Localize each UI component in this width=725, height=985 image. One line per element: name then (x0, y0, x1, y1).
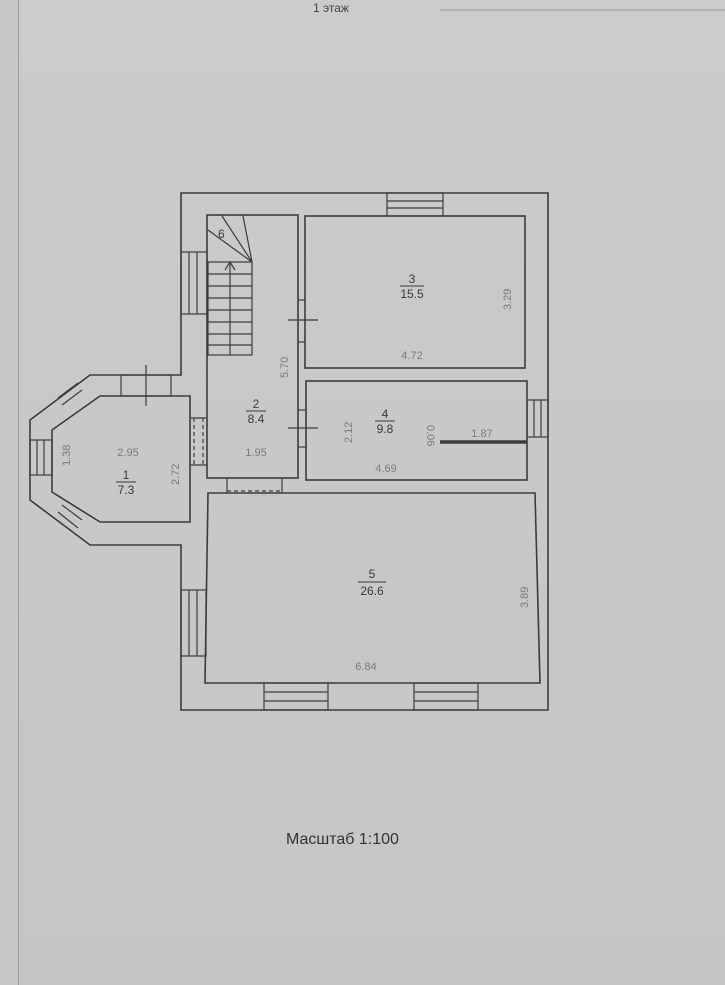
room-2-number: 2 (253, 397, 260, 411)
outer-wall (29, 192, 549, 711)
room-3-depth: 3.29 (502, 289, 514, 310)
room-1-area: 7.3 (118, 483, 135, 497)
room-2-area: 8.4 (248, 412, 265, 426)
room-4-width: 4.69 (375, 463, 396, 475)
room-4-area: 9.8 (377, 422, 394, 436)
room-4-number: 4 (382, 407, 389, 421)
room-1-bay: 1.38 (61, 445, 73, 466)
room-3-number: 3 (409, 272, 416, 286)
windows (29, 192, 549, 711)
room-1-depth: 2.72 (170, 464, 182, 485)
room-1-width: 2.95 (117, 447, 138, 459)
room-2-outline (206, 214, 299, 479)
partition-length: 1.87 (471, 428, 492, 440)
room-2-width: 1.95 (245, 447, 266, 459)
staircase (207, 215, 253, 356)
partition-thickness: 0.06 (424, 425, 436, 446)
room-6-number: 6 (218, 227, 225, 241)
room-3-width: 4.72 (401, 350, 422, 362)
floor-title: 1 этаж (313, 1, 349, 15)
room-4-outline (305, 380, 528, 481)
room-2-length: 5.70 (279, 357, 291, 378)
scale-label: Масштаб 1:100 (286, 831, 399, 848)
room-4-depth: 2.12 (343, 422, 355, 443)
room-3-area: 15.5 (400, 287, 424, 301)
room-5-depth: 3.89 (519, 587, 531, 608)
doors (145, 299, 318, 493)
room-5-number: 5 (369, 567, 376, 581)
room-5-width: 6.84 (355, 661, 376, 673)
room-1-number: 1 (123, 468, 130, 482)
room-5-area: 26.6 (360, 584, 384, 598)
room-1-outline (51, 395, 191, 523)
